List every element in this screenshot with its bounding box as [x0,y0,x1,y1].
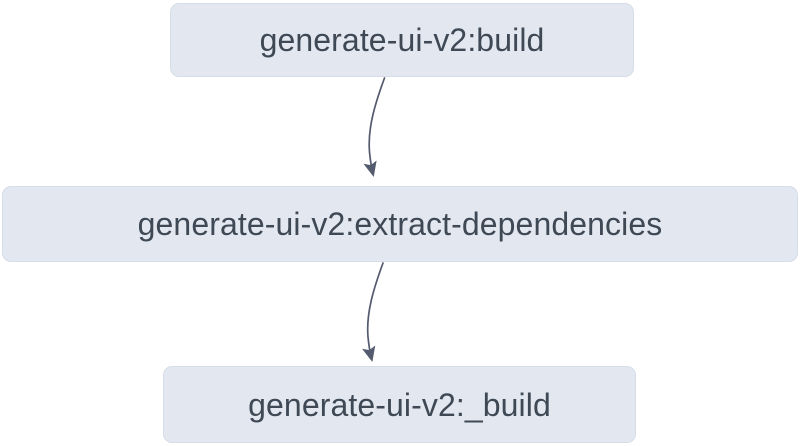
node-generate-ui-v2-extract-dependencies[interactable]: generate-ui-v2:extract-dependencies [2,186,798,262]
edge-build-to-extract-dependencies [363,77,386,177]
node-generate-ui-v2-underscore-build[interactable]: generate-ui-v2:_build [163,366,636,443]
node-generate-ui-v2-build[interactable]: generate-ui-v2:build [170,3,634,77]
edge-extract-dependencies-to-underscore-build [362,262,384,362]
node-label: generate-ui-v2:_build [248,386,551,423]
node-label: generate-ui-v2:build [259,22,545,58]
node-label: generate-ui-v2:extract-dependencies [137,206,663,242]
